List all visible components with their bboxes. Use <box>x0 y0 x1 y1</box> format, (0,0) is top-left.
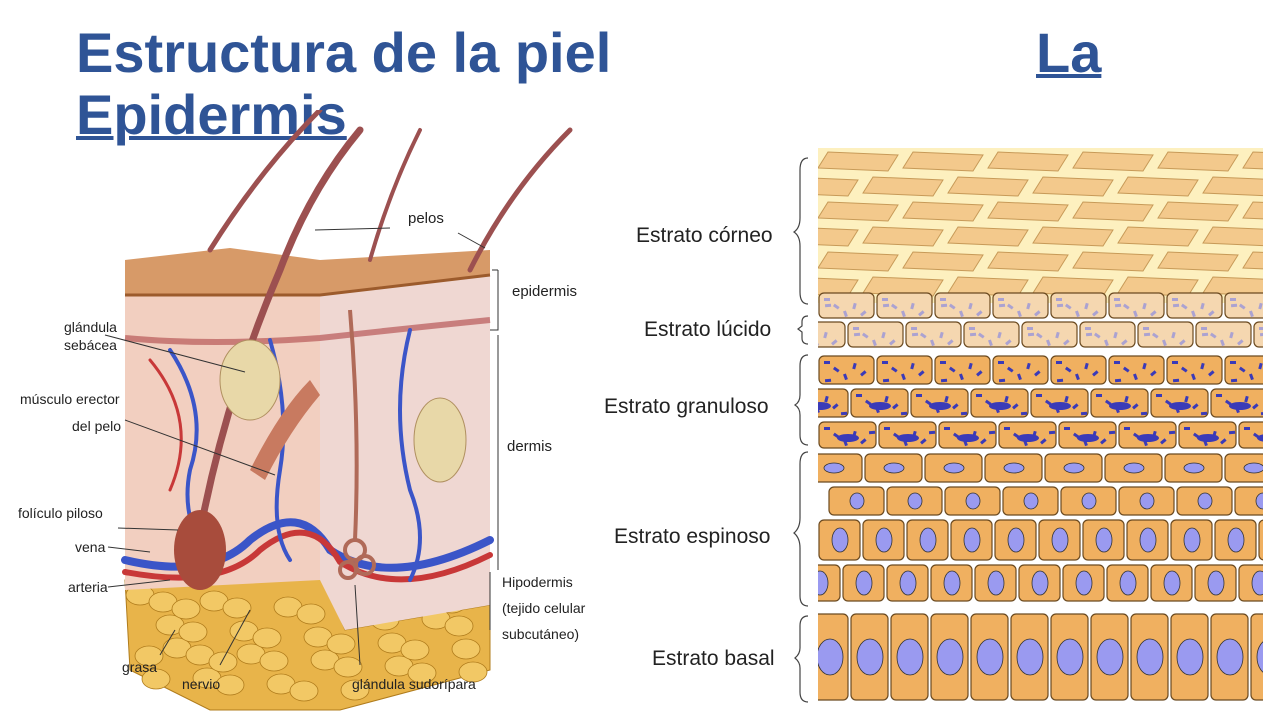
label-grasa: grasa <box>122 659 157 675</box>
label-glandula-sebacea-1: glándula <box>64 319 117 335</box>
skin-structure-diagram: pelos epidermis glándula sebácea músculo… <box>18 110 586 711</box>
label-musculo-1: músculo erector <box>20 391 120 407</box>
sebaceous-gland <box>219 339 281 421</box>
label-arteria: arteria <box>68 579 108 595</box>
label-estrato-granuloso: Estrato granuloso <box>604 395 769 418</box>
label-estrato-espinoso: Estrato espinoso <box>614 525 770 548</box>
title-main: Estructura de la piel <box>76 21 612 84</box>
leader-lines <box>104 227 499 666</box>
layer-braces <box>792 157 809 703</box>
label-epidermis: epidermis <box>512 283 577 300</box>
sweat-gland <box>338 309 376 580</box>
hairs <box>191 110 573 564</box>
label-musculo-2: del pelo <box>72 418 121 434</box>
epidermis-layers-diagram: Estrato córneo Estrato lúcido Estrato gr… <box>604 148 1263 703</box>
label-vena: vena <box>75 539 106 555</box>
label-glandula-sudoripara: glándula sudorípara <box>352 676 476 692</box>
label-glandula-sebacea-2: sebácea <box>64 337 117 353</box>
title-link-la[interactable]: La <box>1036 21 1102 84</box>
label-nervio: nervio <box>182 676 220 692</box>
label-estrato-corneo: Estrato córneo <box>636 224 773 247</box>
label-foliculo: folículo piloso <box>18 505 103 521</box>
label-pelos: pelos <box>408 210 444 227</box>
label-dermis: dermis <box>507 438 552 455</box>
title-link-epidermis[interactable]: Epidermis <box>76 83 347 146</box>
epidermis-tissue <box>818 148 1263 701</box>
label-hipodermis-2: (tejido celular <box>502 600 586 616</box>
sebaceous-gland-right <box>413 397 467 483</box>
label-hipodermis-1: Hipodermis <box>502 574 573 590</box>
epidermis-top <box>125 248 490 295</box>
label-estrato-lucido: Estrato lúcido <box>644 318 771 341</box>
arrector-muscle <box>250 380 320 480</box>
label-hipodermis-3: subcutáneo) <box>502 626 579 642</box>
hair-follicle <box>174 510 226 590</box>
label-estrato-basal: Estrato basal <box>652 647 775 670</box>
